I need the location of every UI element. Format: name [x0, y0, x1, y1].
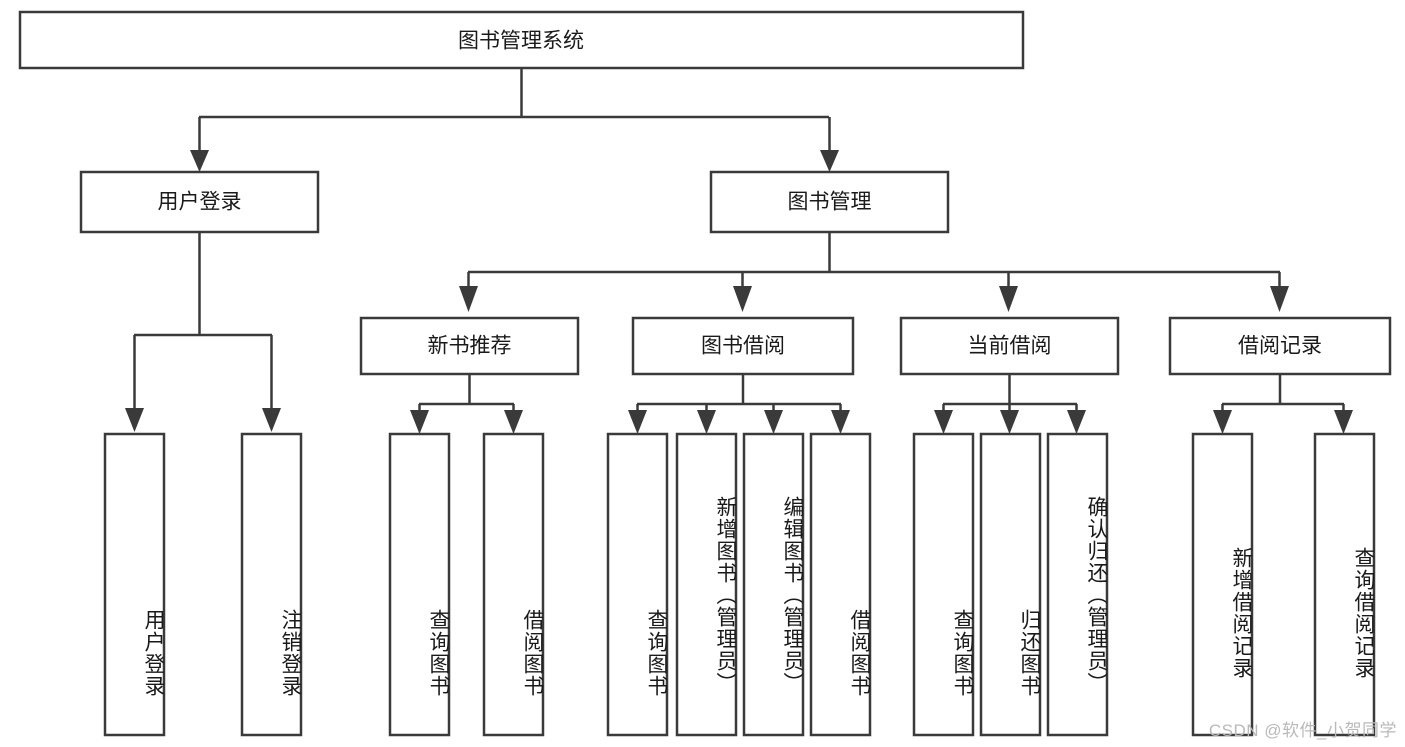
node-borrow-record-box[interactable]: [1168, 316, 1392, 376]
arrowhead-leaf-add-book: [697, 410, 716, 434]
node-user-login-label: 用户登录: [158, 191, 242, 214]
leaf-query-record-box[interactable]: [1313, 432, 1376, 737]
arrowhead-borrow-record: [1270, 286, 1289, 312]
leaf-return-book-box[interactable]: [979, 432, 1042, 737]
leaf-borrow-book-1-box[interactable]: [482, 432, 545, 737]
leaf-edit-book-box[interactable]: [742, 432, 805, 737]
node-new-book-recommend-box[interactable]: [359, 316, 580, 376]
leaf-confirm-return-box[interactable]: [1046, 432, 1109, 737]
node-book-manage-box[interactable]: [709, 170, 950, 234]
leaf-user-logout-box[interactable]: [240, 432, 303, 737]
leaf-add-book-box[interactable]: [675, 432, 738, 737]
leaf-query-book-3-box[interactable]: [912, 432, 975, 737]
leaf-add-record-box[interactable]: [1191, 432, 1254, 737]
node-root-box[interactable]: [18, 10, 1025, 70]
node-current-borrow-box[interactable]: [899, 316, 1120, 376]
arrowhead-leaf-borrow-book-2: [831, 410, 850, 434]
arrowhead-book-borrow: [733, 286, 752, 312]
arrowhead-leaf-query-book-2: [628, 410, 647, 434]
arrowhead-leaf-edit-book: [764, 410, 783, 434]
arrowhead-user-login: [190, 150, 209, 172]
leaf-user-login-box[interactable]: [103, 432, 166, 737]
node-new-book-recommend-label: 新书推荐: [428, 335, 512, 358]
csdn-watermark: CSDN @软件_小贺同学: [1208, 721, 1397, 740]
node-current-borrow-label: 当前借阅: [968, 335, 1052, 358]
arrowhead-leaf-add-record: [1213, 410, 1232, 434]
leaf-query-book-1-box[interactable]: [388, 432, 451, 737]
node-book-manage-label: 图书管理: [788, 191, 872, 214]
arrowhead-leaf-confirm-return: [1067, 410, 1086, 434]
leaf-query-book-2-box[interactable]: [606, 432, 669, 737]
arrowhead-new-book-recommend: [459, 286, 478, 312]
arrowhead-leaf-query-book-1: [410, 410, 429, 434]
arrowhead-leaf-user-login: [125, 408, 144, 432]
node-root-label: 图书管理系统: [458, 30, 584, 53]
arrowhead-leaf-user-logout: [262, 408, 281, 432]
node-borrow-record-label: 借阅记录: [1238, 335, 1322, 358]
arrowhead-book-manage: [820, 150, 839, 172]
arrowhead-leaf-query-book-3: [934, 410, 953, 434]
node-book-borrow-label: 图书借阅: [701, 335, 785, 358]
arrowhead-current-borrow: [999, 286, 1018, 312]
arrowhead-leaf-query-record: [1334, 410, 1353, 434]
node-book-borrow-box[interactable]: [631, 316, 855, 376]
leaf-borrow-book-2-box[interactable]: [809, 432, 872, 737]
arrowhead-leaf-borrow-book-1: [504, 410, 523, 434]
arrowhead-leaf-return-book: [1000, 410, 1019, 434]
